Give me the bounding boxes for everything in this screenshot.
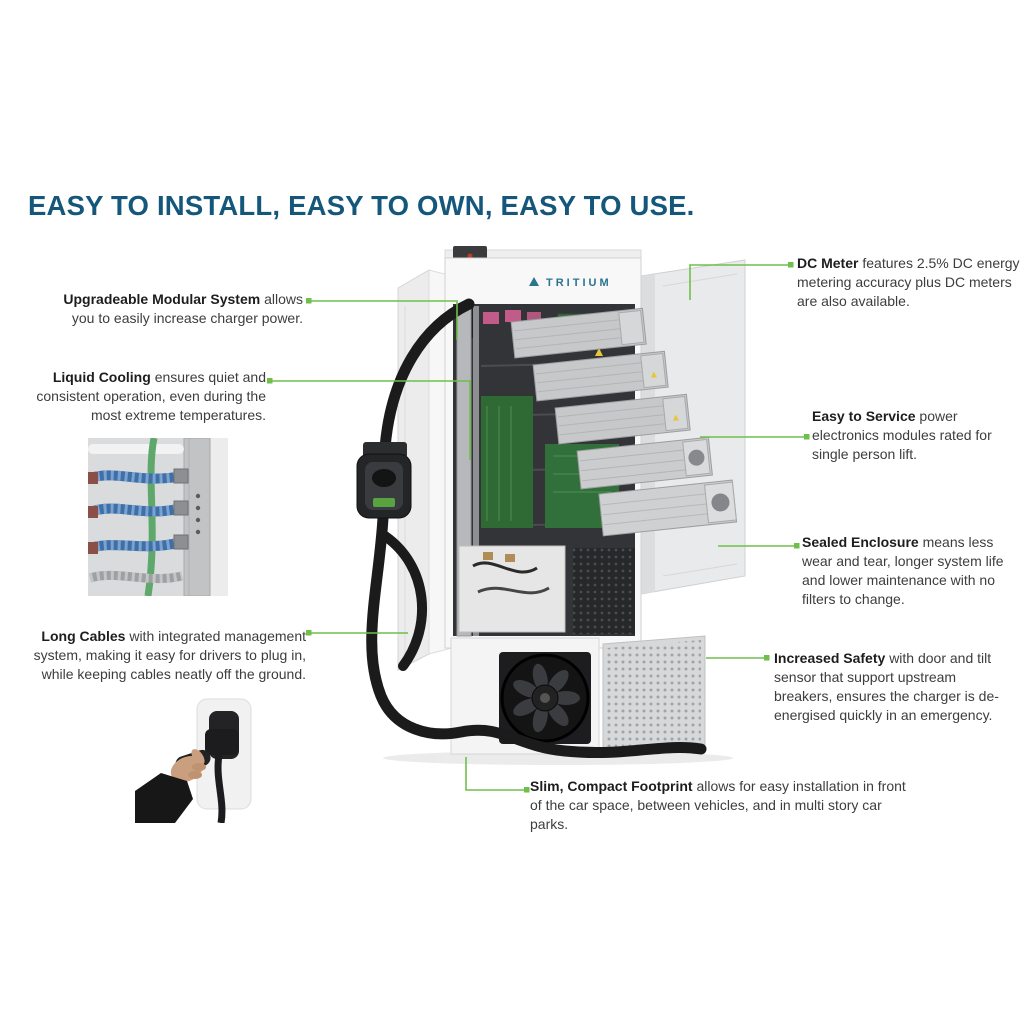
warning-sticker <box>595 348 603 356</box>
callout-slim-compact-footprint: Slim, Compact Footprint allows for easy … <box>530 777 920 834</box>
callout-upgradeable-modular-system: Upgradeable Modular System allows you to… <box>55 290 303 328</box>
callout-title: Upgradeable Modular System <box>63 291 261 307</box>
base-unit <box>450 635 706 757</box>
brand-logo-mark <box>529 277 539 286</box>
callout-title: Increased Safety <box>774 650 886 666</box>
green-coolant-pipe <box>144 438 158 596</box>
callout-body: with door and tilt sensor that support u… <box>774 650 999 723</box>
page-title: EASY TO INSTALL, EASY TO OWN, EASY TO US… <box>28 190 695 221</box>
callout-title: Liquid Cooling <box>52 369 151 385</box>
callout-body: features 2.5% DC energy metering accurac… <box>797 255 1020 309</box>
perforated-panel <box>602 635 706 757</box>
plug-green-label <box>373 498 395 507</box>
callout-long-cables: Long Cables with integrated management s… <box>18 627 306 684</box>
callout-easy-to-service: Easy to Service power electronics module… <box>812 407 1012 464</box>
callout-dc-meter: DC Meter features 2.5% DC energy meterin… <box>797 254 1021 311</box>
power-module <box>576 436 713 490</box>
power-module <box>532 350 669 402</box>
callout-title: Slim, Compact Footprint <box>530 778 693 794</box>
liquid-cooling-photo <box>88 438 228 596</box>
charger-illustration: TRITIUM <box>356 246 746 765</box>
callout-increased-safety: Increased Safety with door and tilt sens… <box>774 649 1004 725</box>
sleeve <box>135 773 193 823</box>
pipe-fittings <box>88 468 189 554</box>
callout-title: Long Cables <box>41 628 126 644</box>
callout-body: allows you to easily increase charger po… <box>71 291 303 326</box>
callout-body: means less wear and tear, longer system … <box>802 534 1004 607</box>
callout-liquid-cooling: Liquid Cooling ensures quiet and consist… <box>34 368 266 425</box>
callout-body: power electronics modules rated for sing… <box>812 408 992 462</box>
lower-compartment <box>458 545 635 634</box>
hand-and-plug <box>135 749 211 823</box>
callout-body: ensures quiet and consistent operation, … <box>36 369 266 423</box>
wall-charger <box>196 698 252 823</box>
callout-body: with integrated management system, makin… <box>33 628 306 682</box>
brand-logo-text: TRITIUM <box>546 277 612 289</box>
plug-in-photo <box>135 695 263 823</box>
charging-plug <box>356 442 412 519</box>
callout-title: Easy to Service <box>812 408 916 424</box>
power-module-stack <box>510 307 738 537</box>
power-module <box>554 393 691 445</box>
callout-title: DC Meter <box>797 255 859 271</box>
callout-sealed-enclosure: Sealed Enclosure means less wear and tea… <box>802 533 1014 609</box>
callout-title: Sealed Enclosure <box>802 534 919 550</box>
callout-body: allows for easy installation in front of… <box>530 778 906 832</box>
power-module <box>510 307 647 359</box>
fan <box>500 653 590 743</box>
power-module <box>598 479 738 537</box>
